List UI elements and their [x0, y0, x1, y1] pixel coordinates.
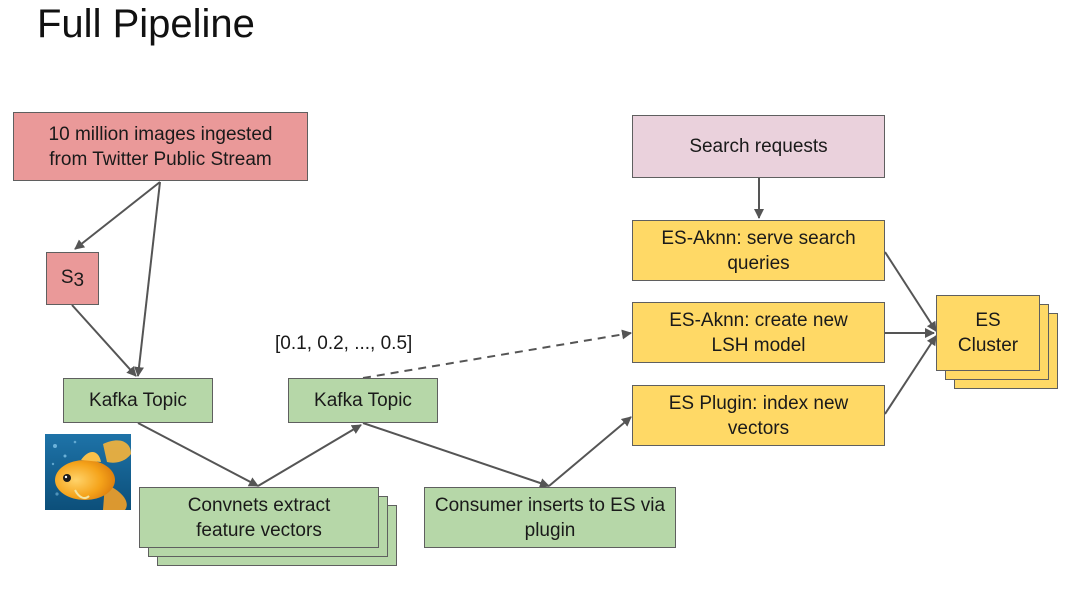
- kafka-topic-box-2: Kafka Topic: [288, 378, 438, 423]
- twitter-source-label: 10 million images ingested from Twitter …: [48, 123, 273, 170]
- vector-label: [0.1, 0.2, ..., 0.5]: [275, 333, 413, 354]
- es-aknn-create-label: ES-Aknn: create new LSH model: [669, 309, 848, 356]
- es-plugin-index-label: ES Plugin: index new vectors: [668, 392, 849, 439]
- kafka-topic-box-1: Kafka Topic: [63, 378, 213, 423]
- twitter-source-box: 10 million images ingested from Twitter …: [13, 112, 308, 181]
- es-cluster-box: ES Cluster: [936, 295, 1040, 371]
- arrow-es-aknn-serve-to-cluster: [884, 251, 937, 332]
- es-cluster-label: ES Cluster: [957, 310, 1019, 356]
- goldfish-image: [45, 434, 131, 510]
- arrow-s3-to-kafka1: [71, 304, 137, 377]
- es-plugin-index-box: ES Plugin: index new vectors: [632, 385, 885, 446]
- convnets-box: Convnets extract feature vectors: [139, 487, 379, 548]
- s3-subscript: 3: [73, 269, 85, 291]
- arrow-kafka1-to-convnets: [137, 422, 259, 487]
- kafka-topic-label-1: Kafka Topic: [89, 390, 187, 411]
- s3-label: S3: [61, 265, 84, 293]
- search-requests-box: Search requests: [632, 115, 885, 178]
- convnets-label: Convnets extract feature vectors: [187, 494, 331, 541]
- arrow-convnets-to-kafka2: [257, 424, 362, 487]
- s3-label-text: S3: [60, 266, 85, 291]
- arrow-twitter-to-s3: [74, 181, 161, 250]
- s3-box: S3: [46, 252, 99, 305]
- search-requests-label: Search requests: [689, 136, 828, 157]
- arrow-es-plugin-to-cluster: [884, 335, 937, 415]
- kafka-topic-label-2: Kafka Topic: [314, 390, 412, 411]
- consumer-box: Consumer inserts to ES via plugin: [424, 487, 676, 548]
- es-aknn-create-box: ES-Aknn: create new LSH model: [632, 302, 885, 363]
- arrow-kafka2-to-es-aknn-create: [362, 329, 632, 379]
- es-aknn-serve-box: ES-Aknn: serve search queries: [632, 220, 885, 281]
- arrow-consumer-to-es-plugin: [548, 416, 632, 487]
- page-title: Full Pipeline: [37, 2, 255, 46]
- es-aknn-serve-label: ES-Aknn: serve search queries: [661, 227, 856, 274]
- arrow-twitter-to-kafka1: [134, 181, 161, 377]
- arrow-kafka2-to-consumer: [362, 422, 550, 488]
- consumer-label: Consumer inserts to ES via plugin: [434, 494, 666, 541]
